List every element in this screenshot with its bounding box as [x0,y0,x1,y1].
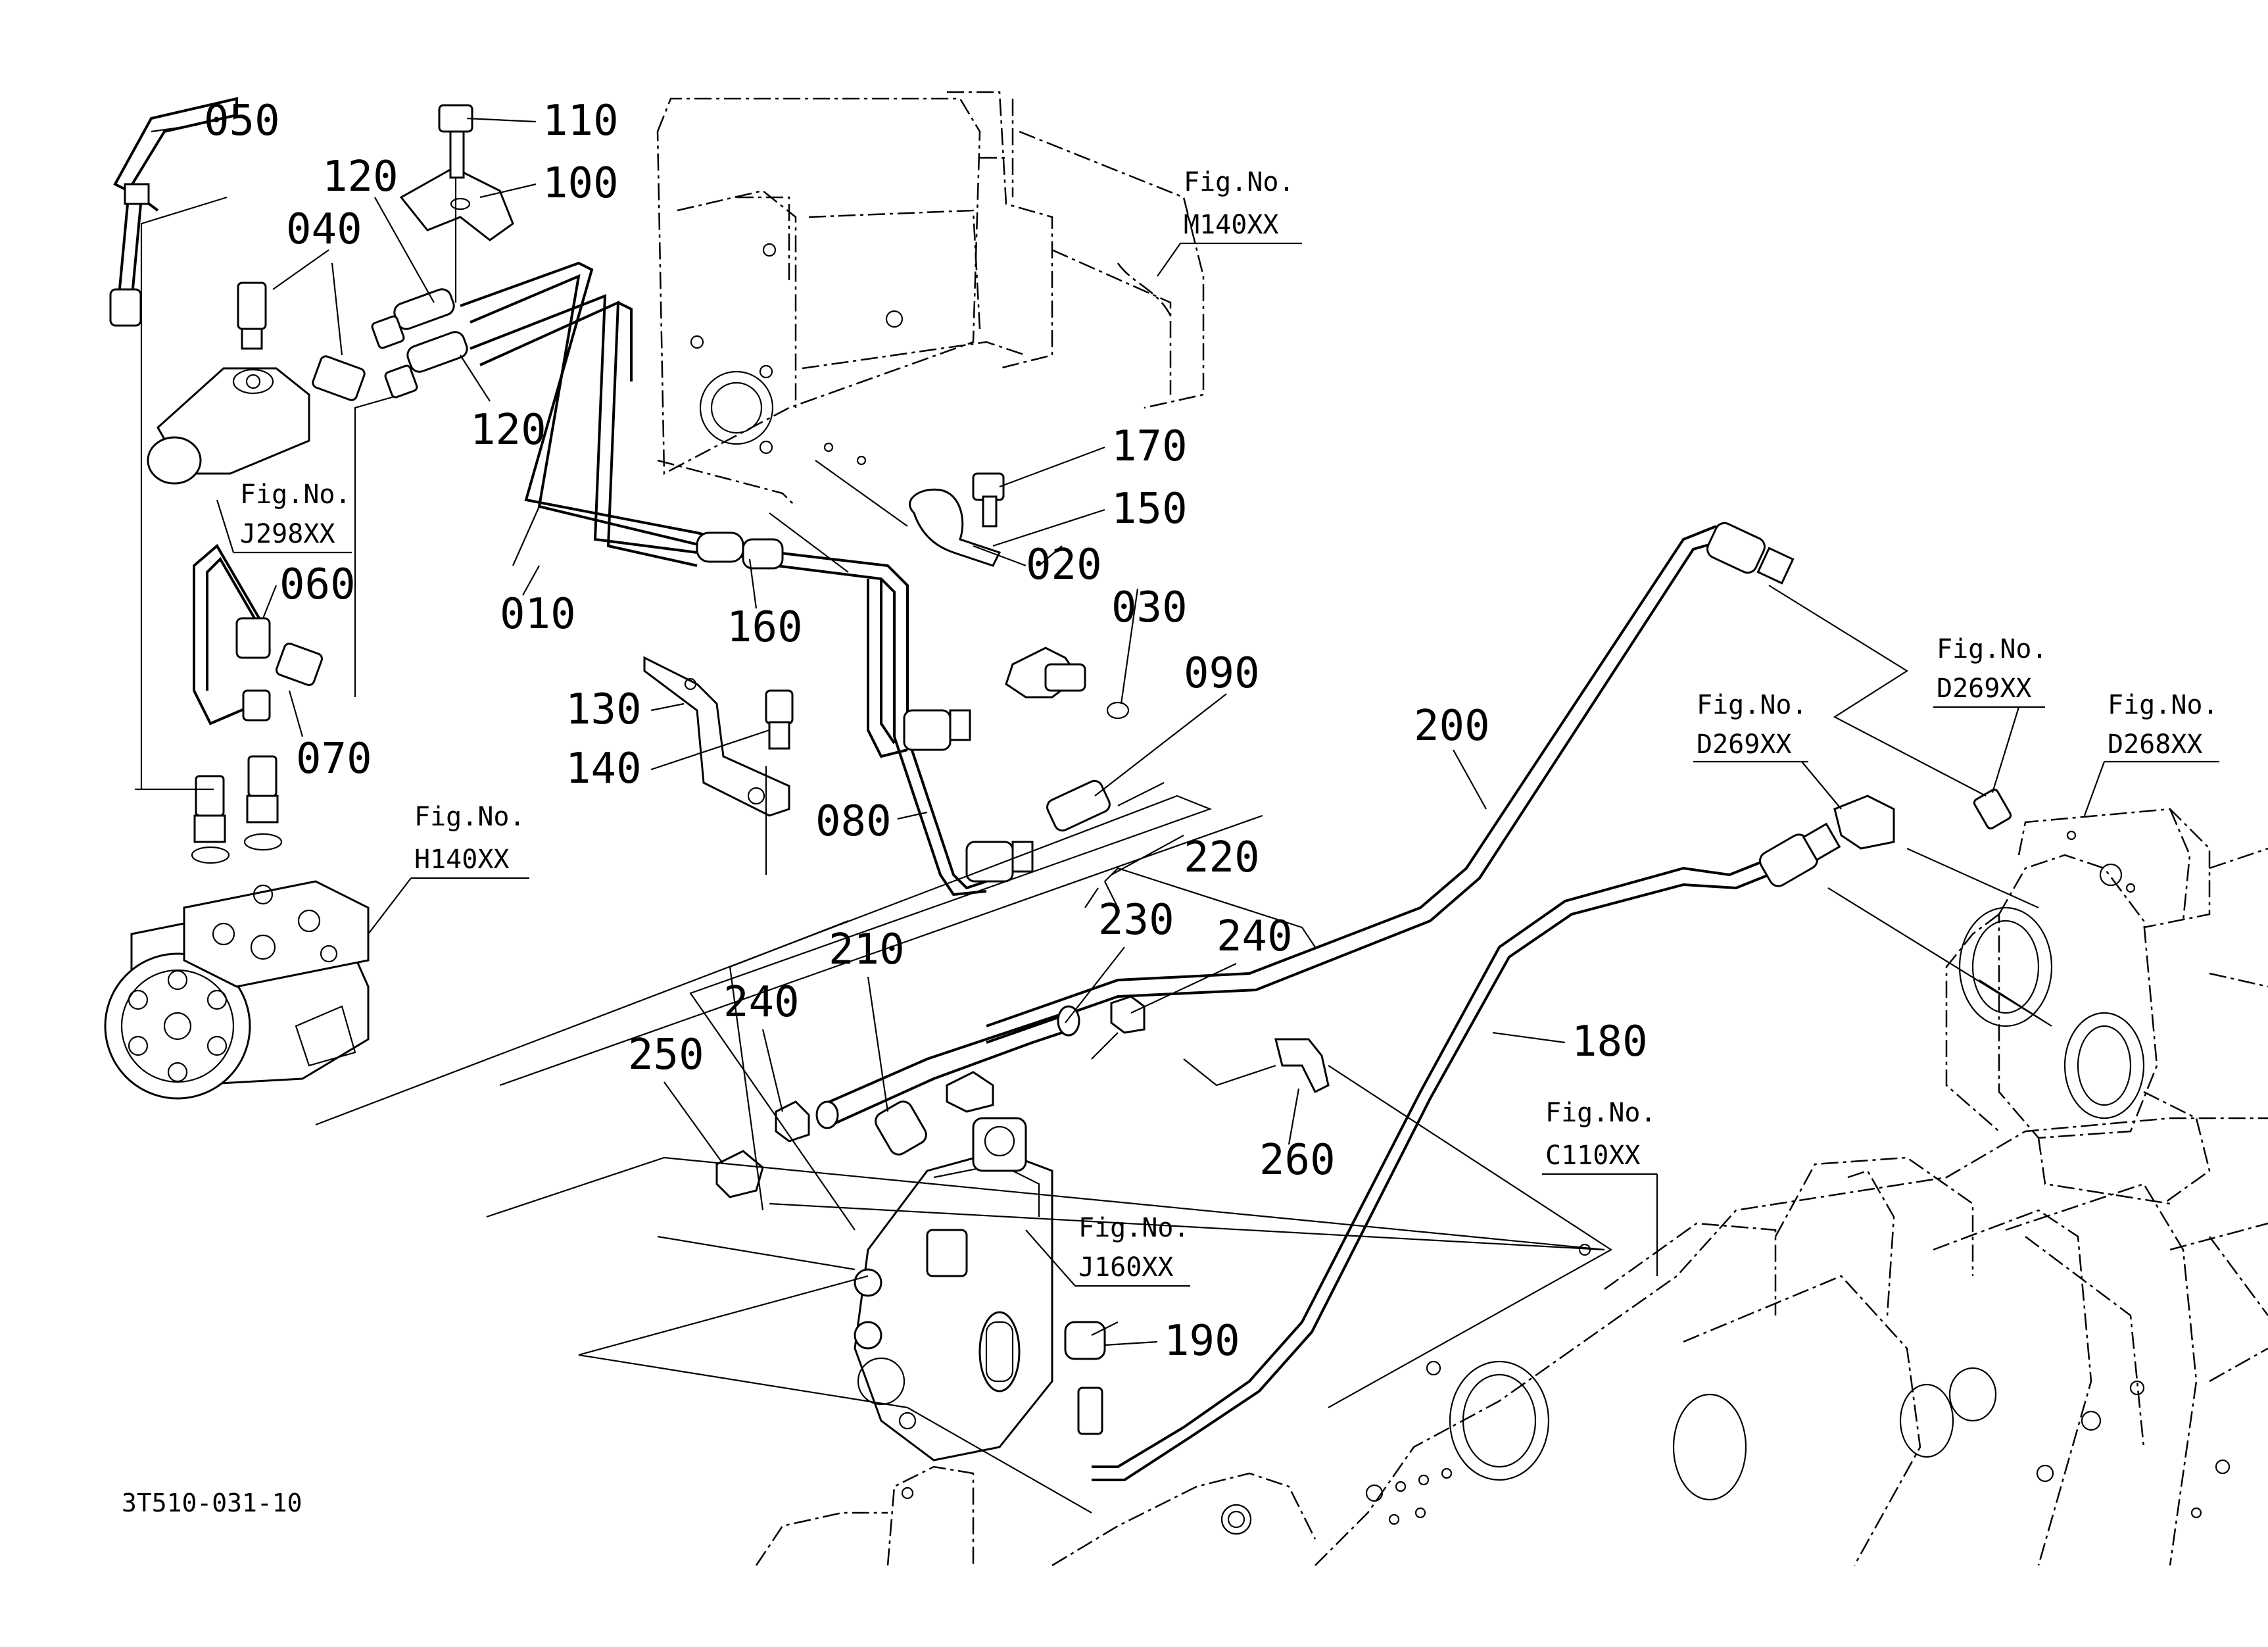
fig-ref-code: C110XX [1545,1141,1641,1171]
fig-ref-prefix: Fig.No. [1078,1213,1190,1243]
bracket-130 [643,656,794,875]
part-label: 170 [1111,422,1188,471]
part-label: 020 [1026,541,1102,589]
part-label: 090 [1184,649,1260,698]
part-label: 110 [543,97,619,145]
fig-ref-prefix: Fig.No. [1545,1098,1656,1128]
fig-ref-code: J160XX [1078,1252,1174,1283]
adapter-fittings [191,282,366,864]
clamp-100 [399,104,514,303]
part-label: 060 [279,560,356,609]
label-leaders [151,117,1566,1346]
part-labels: 010 020 030 040 050 060 070 080 090 100 … [204,97,1648,1365]
part-label: 260 [1259,1136,1336,1185]
part-label: 180 [1572,1018,1648,1066]
control-valve [854,1117,1053,1462]
fig-ref-prefix: Fig.No. [414,802,525,832]
part-label: 220 [1184,833,1260,882]
part-label: 100 [543,159,619,208]
fig-ref-code: D268XX [2108,729,2203,760]
hose-060 [193,543,271,725]
part-label: 120 [322,153,398,201]
part-label: 160 [727,603,803,652]
part-label: 150 [1111,485,1188,533]
figure-refs: Fig.No. M140XX Fig.No. J298XX Fig.No. H1… [216,167,2219,1287]
fig-ref-prefix: Fig.No. [1184,167,1295,197]
part-label: 230 [1098,896,1174,945]
fig-ref-code: M140XX [1184,210,1279,240]
part-label: 040 [286,205,362,254]
fig-ref-prefix: Fig.No. [1937,634,2048,664]
transmission-housing [755,1117,2268,1567]
hose-050 [109,97,238,327]
fig-ref-code: H140XX [414,845,510,875]
part-label: 010 [500,590,576,639]
leader-lines [315,460,2052,1513]
part-label: 240 [723,978,800,1027]
part-label: 030 [1111,583,1188,632]
fig-ref-prefix: Fig.No. [1697,690,1808,720]
part-label: 080 [815,797,892,846]
part-label: 130 [566,685,642,734]
fig-ref-code: D269XX [1697,729,1792,760]
steering-unit [104,880,370,1100]
fig-ref-prefix: Fig.No. [240,479,351,510]
fig-ref-code: J298XX [240,519,335,549]
tee-fitting [147,367,310,485]
part-label: 050 [204,97,280,145]
part-label: 240 [1217,912,1293,961]
part-label: 190 [1164,1317,1240,1365]
part-label: 250 [628,1031,704,1079]
drawing-code: 3T510-031-10 [122,1488,302,1517]
hose-210-230 [715,995,1330,1435]
part-label: 140 [566,745,642,793]
part-label: 210 [829,925,905,974]
leader-lines-left [135,196,402,791]
pipes-010-080 [371,261,1034,897]
hydraulic-block [1945,808,2268,1205]
part-label: 070 [296,735,372,783]
fig-ref-code: D269XX [1937,674,2032,704]
part-label: 200 [1414,702,1490,750]
part-label: 120 [470,406,546,455]
fig-ref-prefix: Fig.No. [2108,690,2219,720]
fittings-020-090 [1005,647,1130,832]
frame-outline [656,91,1205,507]
pipes-180-200 [986,522,2012,1481]
